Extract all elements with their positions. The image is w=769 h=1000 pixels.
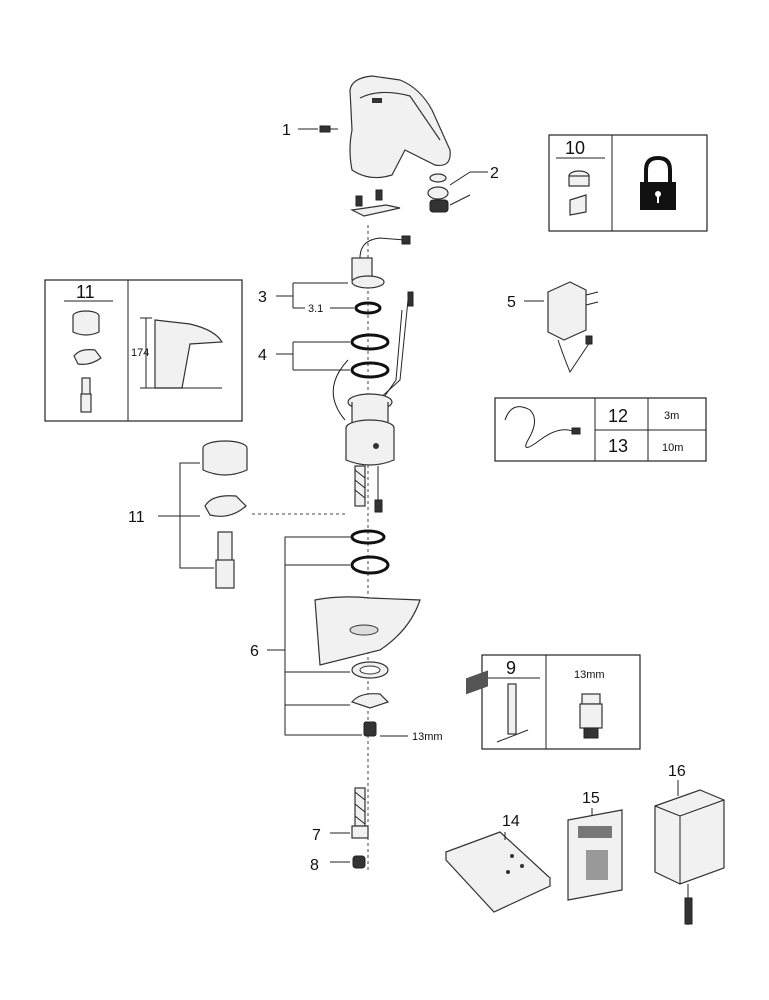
fixing-plate-6 xyxy=(350,693,390,709)
box-13-length: 10m xyxy=(662,442,683,454)
valve-body-part xyxy=(345,393,395,466)
callout-3: 3 xyxy=(258,289,267,306)
box-9-label: 9 xyxy=(506,658,516,678)
supply-hoses xyxy=(354,465,383,513)
callout-8: 8 xyxy=(310,857,319,874)
countertop-section xyxy=(314,596,421,666)
box-9: 9 13mm xyxy=(481,654,641,750)
box-10: 10 xyxy=(548,134,708,232)
callout-11: 11 xyxy=(128,509,145,526)
callout-2: 2 xyxy=(490,165,499,182)
box-11: 11 174 xyxy=(44,279,243,422)
callout-leader-2b xyxy=(449,194,471,206)
solenoid-unit-part xyxy=(351,235,411,289)
o-ring-pair xyxy=(350,333,390,379)
extension-cable xyxy=(504,406,576,448)
sensor-cables xyxy=(377,291,414,401)
label-card-15 xyxy=(567,809,623,901)
remote-control-14 xyxy=(444,670,552,913)
callout-6: 6 xyxy=(250,643,259,660)
callout-15: 15 xyxy=(582,790,600,807)
mounting-bracket-part xyxy=(350,189,401,217)
power-adapter-5 xyxy=(547,281,599,374)
box-11-label: 11 xyxy=(76,282,95,302)
callout-13mm: 13mm xyxy=(412,731,443,743)
battery-box-16 xyxy=(654,789,725,925)
set-screw-part xyxy=(319,125,338,133)
box-12-label: 12 xyxy=(608,406,628,426)
hose-fitting-7 xyxy=(351,787,369,839)
callout-11-bracket xyxy=(158,462,214,569)
callout-1: 1 xyxy=(282,122,291,139)
callout-16: 16 xyxy=(668,763,686,780)
assembly-arrow xyxy=(332,359,349,421)
callout-7: 7 xyxy=(312,827,321,844)
box-9-size: 13mm xyxy=(574,669,605,681)
mounting-rings-6 xyxy=(350,529,390,575)
faucet-body-part xyxy=(349,75,451,179)
aerator-part xyxy=(427,173,449,213)
cartridge-stack-11 xyxy=(202,440,248,589)
box-12-length: 3m xyxy=(664,410,679,422)
callout-leader-2a xyxy=(449,171,471,186)
callout-5: 5 xyxy=(507,294,516,311)
callout-6-bracket xyxy=(267,536,362,736)
callout-3-1: 3.1 xyxy=(308,303,323,315)
washer-6 xyxy=(351,661,389,679)
padlock-icon xyxy=(640,155,676,210)
cap-8 xyxy=(352,855,366,869)
seal-ring-3-1 xyxy=(354,301,382,315)
box-11-dimension: 174 xyxy=(131,347,149,359)
nut-13mm xyxy=(363,721,377,737)
box-12-13: 12 3m 13 10m xyxy=(494,397,707,462)
callout-14: 14 xyxy=(502,813,520,830)
box-13-label: 13 xyxy=(608,436,628,456)
box-10-label: 10 xyxy=(565,138,585,158)
callout-4: 4 xyxy=(258,347,267,364)
